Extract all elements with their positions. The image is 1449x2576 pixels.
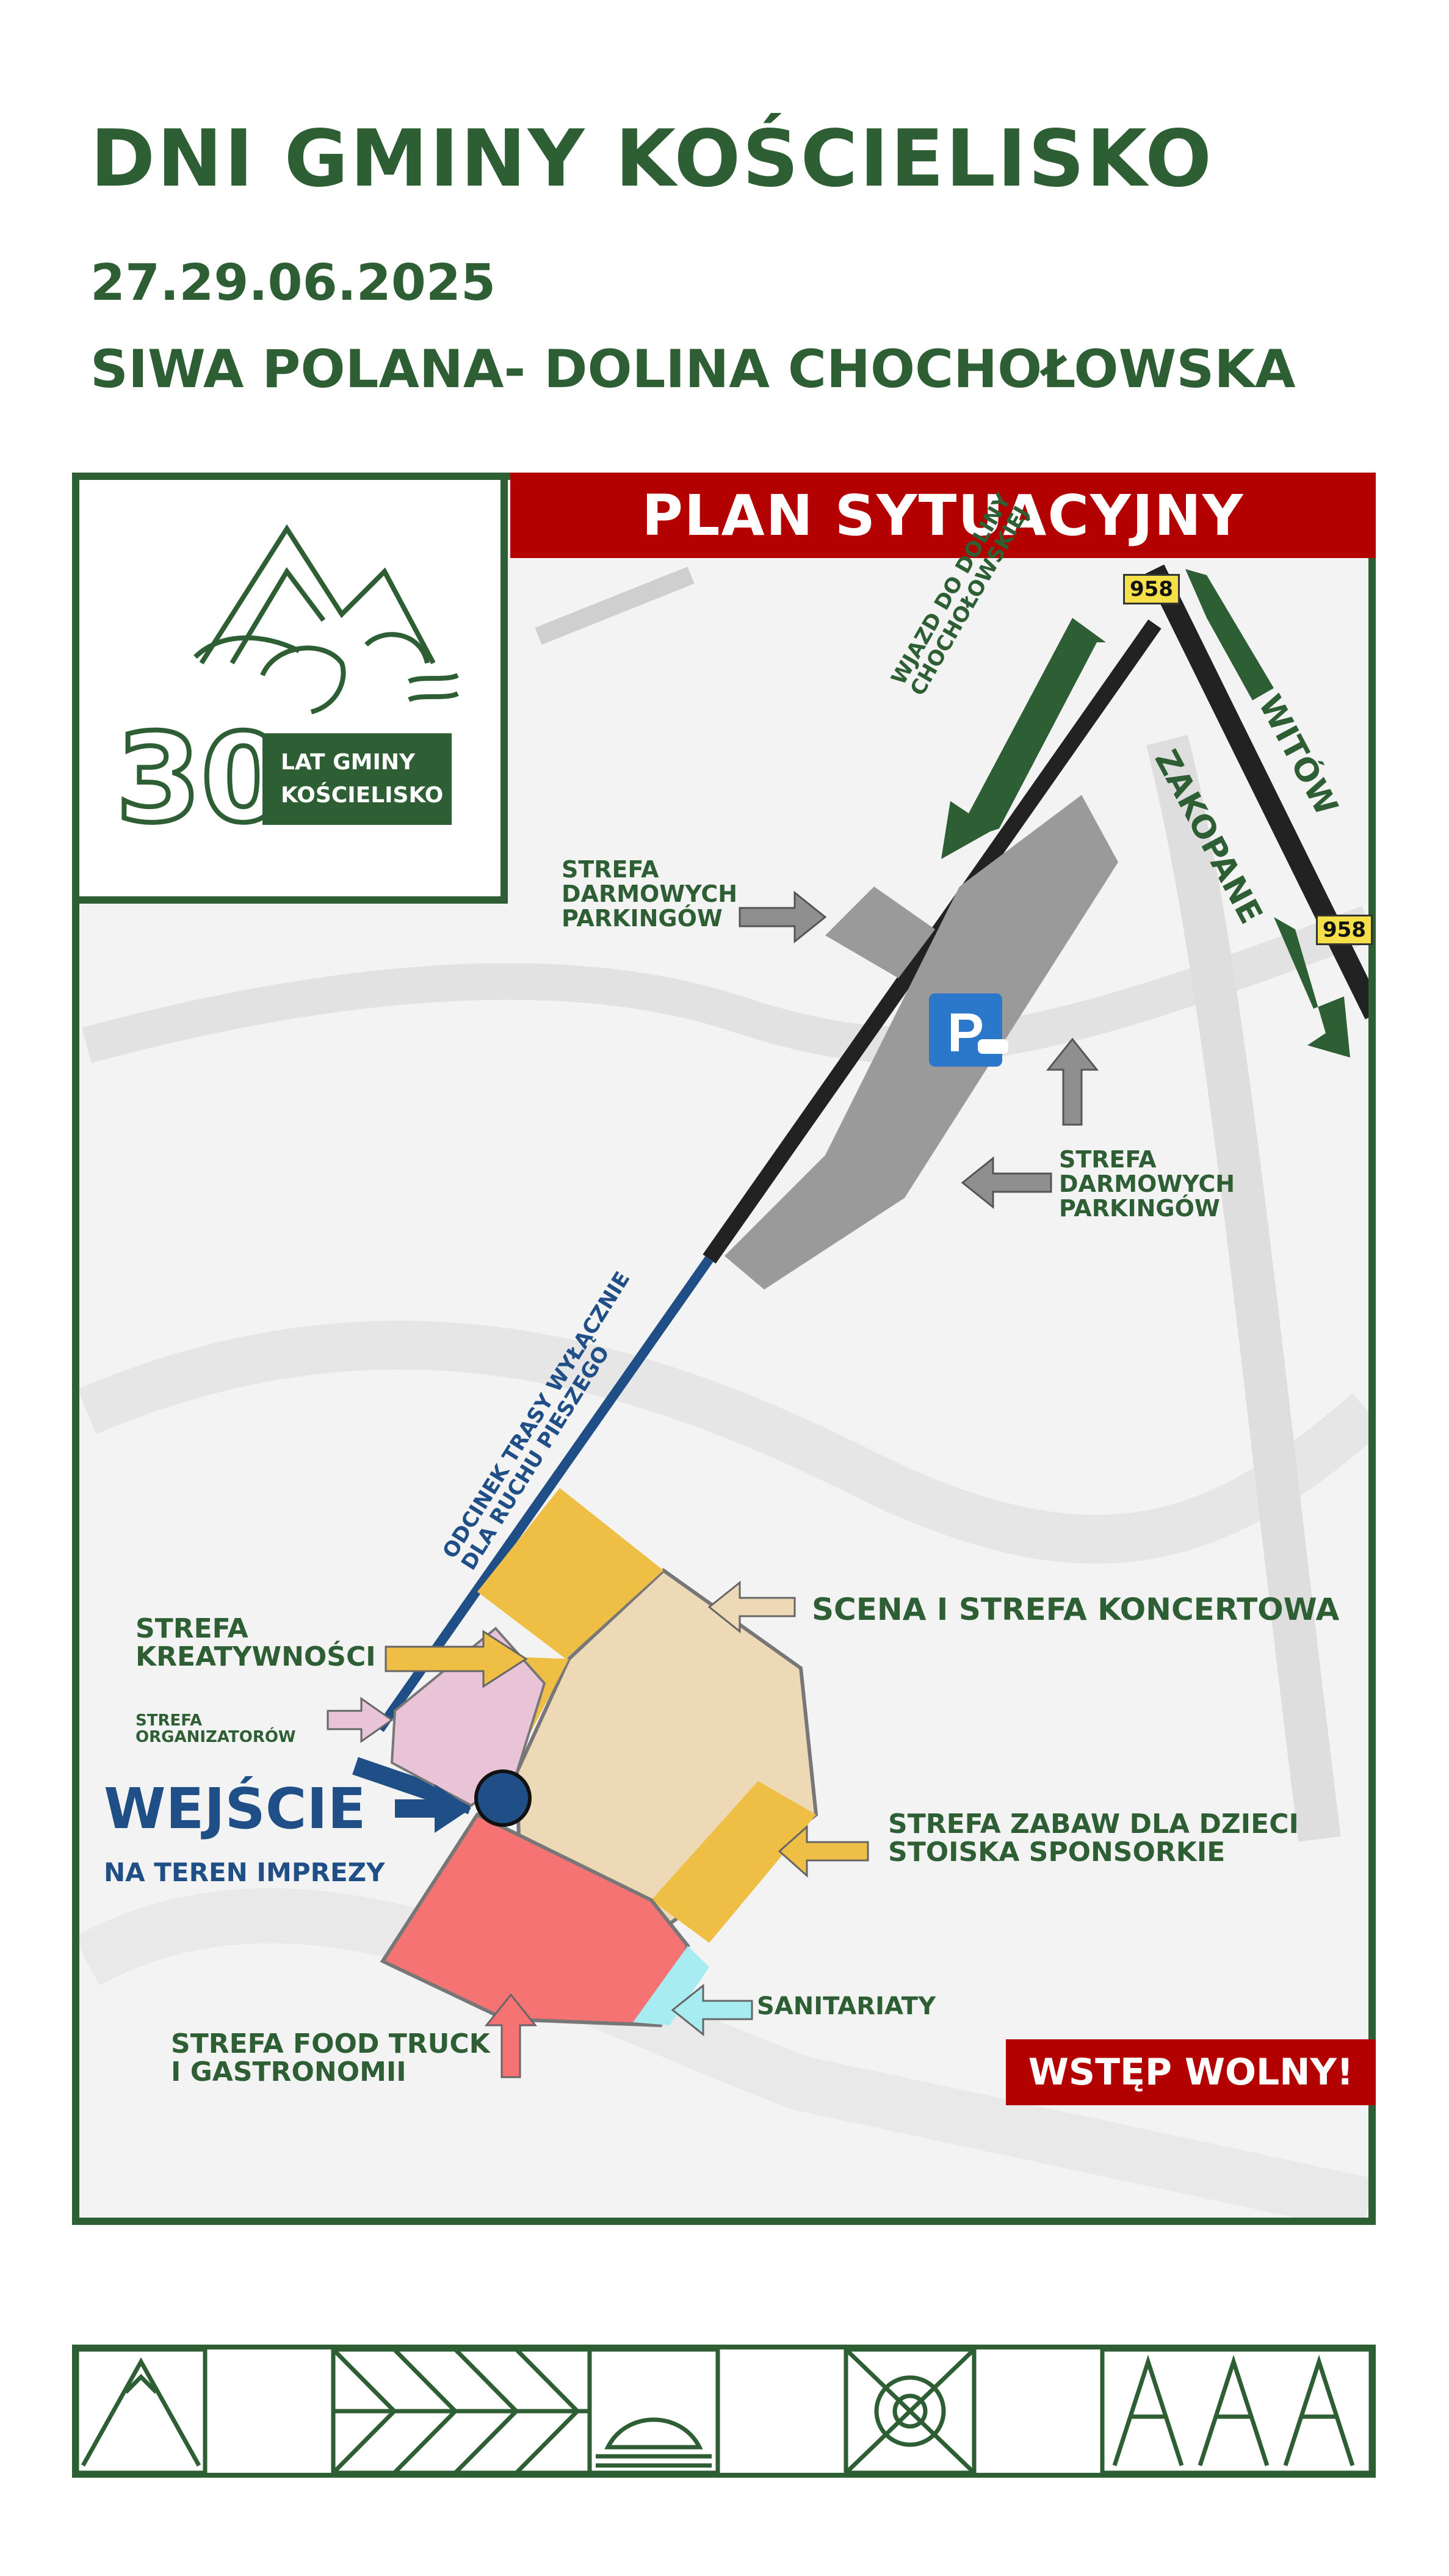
- arrow-organizers: [327, 1697, 394, 1743]
- arrow-parking-left: [961, 1156, 1052, 1210]
- logo-box: 30 LAT GMINY KOŚCIELISKO: [72, 473, 508, 904]
- parking-area-main: [724, 795, 1118, 1290]
- road-number-badge: 958: [1316, 915, 1373, 945]
- zone-sanitary: [633, 1946, 709, 2025]
- footer-ornament-icon: [74, 2347, 1373, 2475]
- label-entrance-sub: NA TEREN IMPREZY: [104, 1857, 385, 1887]
- label-parking-top: STREFA DARMOWYCH PARKINGÓW: [562, 856, 738, 932]
- logo-number: 30: [114, 708, 288, 850]
- event-zones: [380, 1488, 818, 2028]
- label-organizers: STREFA ORGANIZATORÓW: [136, 1711, 296, 1747]
- arrow-creativity: [385, 1630, 528, 1688]
- arrow-entrance: [395, 1784, 471, 1833]
- logo-text: LAT GMINY KOŚCIELISKO: [262, 733, 452, 825]
- free-entry-badge: WSTĘP WOLNY!: [1006, 2039, 1376, 2105]
- page-title: DNI GMINY KOŚCIELISKO: [90, 114, 1214, 205]
- logo-line-1: LAT GMINY: [281, 750, 416, 775]
- event-date: 27.29.06.2025: [90, 254, 496, 312]
- logo-mountains-icon: [193, 524, 459, 714]
- arrow-zakopane: [1274, 917, 1350, 1058]
- label-sanitary: SANITARIATY: [757, 1992, 936, 2020]
- arrow-food: [484, 1993, 538, 2078]
- decorative-footer: [72, 2345, 1376, 2478]
- zone-food: [380, 1812, 690, 2028]
- site-map: P: [72, 473, 1376, 2225]
- direction-arrows: [941, 569, 1350, 1058]
- label-concert: SCENA I STREFA KONCERTOWA: [812, 1592, 1340, 1627]
- label-entrance: WEJŚCIE: [104, 1776, 366, 1841]
- zone-kids: [651, 1781, 816, 1943]
- map-canvas: P: [79, 564, 1368, 2218]
- logo-line-2: KOŚCIELISKO: [281, 783, 444, 808]
- arrow-entry-valley: [941, 618, 1106, 859]
- plan-banner: PLAN SYTUACYJNY: [510, 473, 1376, 558]
- gray-arrows: [739, 890, 1099, 1210]
- svg-text:P: P: [947, 1003, 984, 1064]
- label-parking-right: STREFA DARMOWYCH PARKINGÓW: [1059, 1146, 1235, 1222]
- label-creativity: STREFA KREATYWNOŚCI: [136, 1613, 376, 1673]
- event-location: SIWA POLANA- DOLINA CHOCHOŁOWSKA: [90, 339, 1296, 400]
- entrance-marker: [474, 1769, 532, 1827]
- arrow-parking-up: [1046, 1037, 1099, 1126]
- arrow-witow: [1185, 569, 1274, 700]
- label-food: STREFA FOOD TRUCK I GASTRONOMII: [171, 2028, 490, 2088]
- parking-area-small: [825, 887, 935, 978]
- road-number-badge: 958: [1123, 574, 1180, 604]
- arrow-kids: [778, 1824, 869, 1878]
- label-kids: STREFA ZABAW DLA DZIECI STOISKA SPONSORK…: [888, 1809, 1299, 1868]
- arrow-parking-top: [739, 890, 827, 944]
- zone-creativity-top: [477, 1488, 663, 1659]
- arrow-concert: [707, 1580, 796, 1634]
- parking-icon: P: [929, 993, 1008, 1067]
- arrow-sanitary: [671, 1983, 753, 2037]
